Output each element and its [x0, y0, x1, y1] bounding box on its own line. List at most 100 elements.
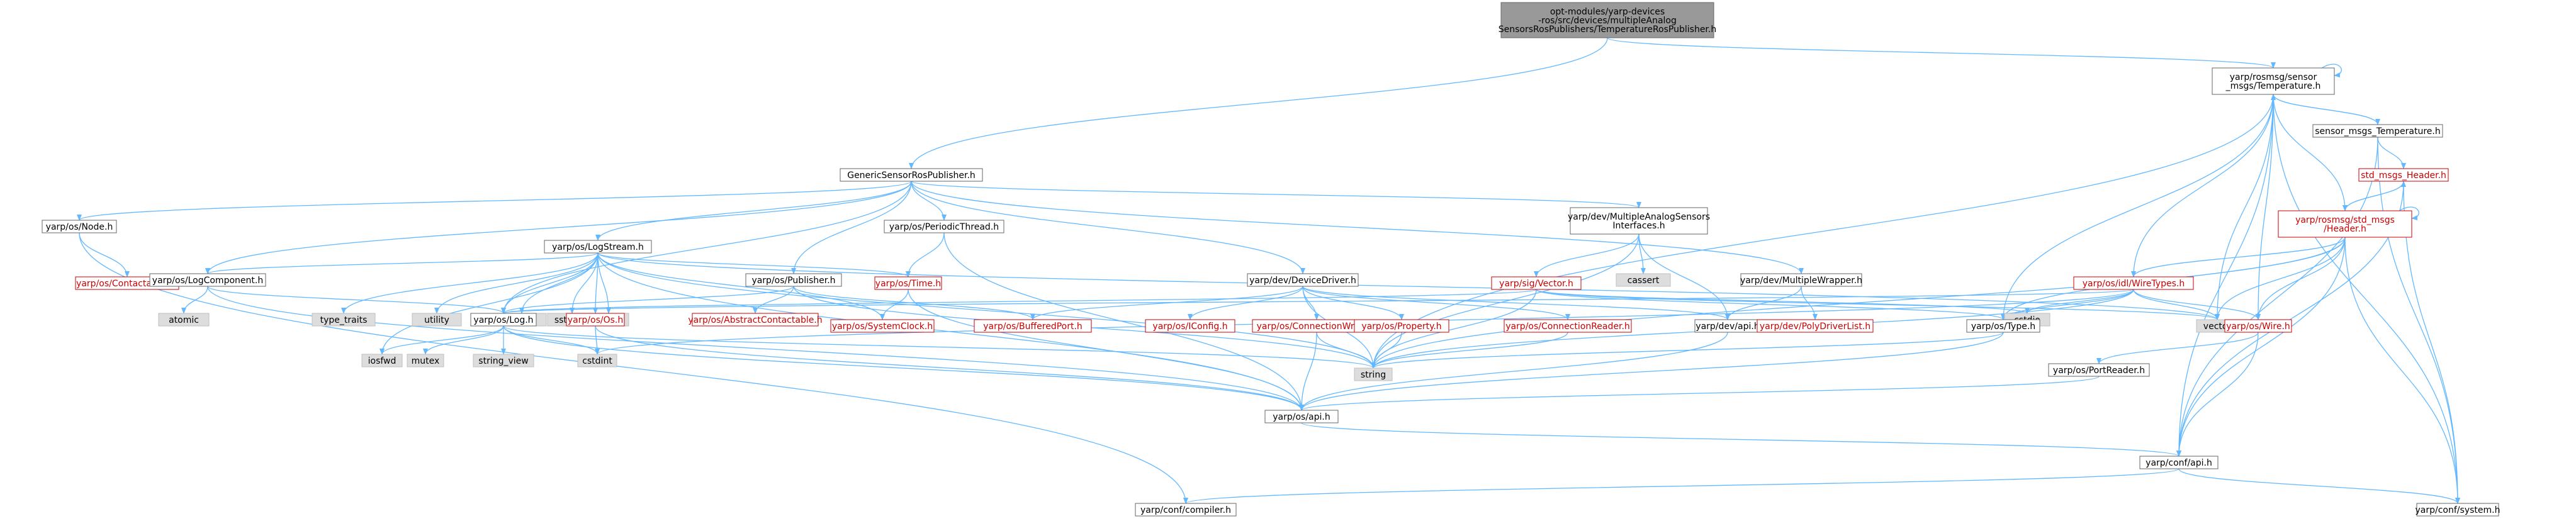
node-label: yarp/os/PortReader.h: [2053, 366, 2145, 376]
node-box: [1740, 273, 1862, 287]
edge-wty-to-log: [502, 289, 2134, 314]
node-label: yarp/dev/PolyDriverList.h: [1760, 322, 1870, 332]
edge-lst-to-ttr: [341, 252, 599, 314]
node-prp[interactable]: yarp/os/Property.h: [1354, 319, 1449, 333]
edge-capi-to-sys: [2178, 468, 2460, 504]
node-gen[interactable]: GenericSensorRosPublisher.h: [840, 168, 983, 182]
node-ttr: type_traits: [312, 313, 376, 327]
edge-log-to-iosfwd: [380, 325, 504, 355]
edge-prd-to-oapi: [1299, 376, 2100, 411]
node-capi[interactable]: yarp/conf/api.h: [2139, 456, 2219, 469]
node-label: yarp/os/SystemClock.h: [832, 322, 933, 332]
node-mwr[interactable]: yarp/dev/MultipleWrapper.h: [1740, 273, 1862, 287]
node-label: /Header.h: [2324, 224, 2366, 234]
node-icf[interactable]: yarp/os/IConfig.h: [1145, 319, 1235, 333]
node-box: [1264, 410, 1339, 423]
edge-lst-to-osh: [593, 252, 599, 314]
node-box: [2278, 210, 2412, 238]
node-typ[interactable]: yarp/os/Type.h: [1966, 319, 2040, 333]
node-mas[interactable]: yarp/dev/MultipleAnalogSensorsInterfaces…: [1568, 207, 1710, 235]
edge-ddr-to-bfp: [1030, 286, 1303, 320]
edge-vec-to-log: [501, 289, 1537, 314]
edge-ddr-to-prp: [1302, 286, 1404, 320]
node-box: [1145, 319, 1235, 333]
edge-dapi-to-oapi: [1299, 332, 1728, 411]
edge-gen-to-mas: [911, 181, 1641, 208]
node-lgc[interactable]: yarp/os/LogComponent.h: [149, 273, 266, 287]
node-log[interactable]: yarp/os/Log.h: [470, 313, 537, 327]
node-box: [2073, 276, 2194, 290]
node-cint: cstdint: [577, 354, 617, 367]
node-oapi[interactable]: yarp/os/api.h: [1264, 410, 1339, 423]
edge-smt-to-capi: [2176, 137, 2378, 457]
node-box: [407, 354, 444, 367]
edge-lgc-to-log: [207, 286, 506, 314]
node-crd[interactable]: yarp/os/ConnectionReader.h: [1504, 319, 1632, 333]
edge-gen-to-log: [501, 181, 912, 314]
edge-gen-to-pub: [791, 181, 912, 274]
node-cmp[interactable]: yarp/conf/compiler.h: [1135, 503, 1237, 517]
node-smh[interactable]: std_msgs_Header.h: [2358, 168, 2449, 182]
node-wir[interactable]: yarp/os/Wire.h: [2224, 319, 2292, 333]
node-vec[interactable]: yarp/sig/Vector.h: [1491, 276, 1582, 290]
node-box: [2139, 456, 2219, 469]
node-bfp[interactable]: yarp/os/BufferedPort.h: [974, 319, 1092, 333]
node-osh[interactable]: yarp/os/Os.h: [566, 313, 625, 327]
edge-vec-to-typ: [1536, 289, 2006, 320]
edge-tim-to-oapi: [908, 289, 1304, 411]
node-box: [42, 220, 117, 233]
node-box: [473, 354, 534, 367]
node-label: string_view: [478, 356, 528, 366]
edge-crd-to-str: [1371, 332, 1568, 369]
edge-log-to-mtx: [423, 325, 504, 355]
node-label: yarp/rosmsg/std_msgs: [2295, 215, 2395, 225]
edge-lst-to-str: [597, 252, 1376, 369]
node-label: yarp/dev/api.h: [1696, 322, 1759, 332]
edge-root-to-tmp: [1607, 37, 2276, 69]
node-box: [1616, 273, 1671, 287]
node-sys[interactable]: yarp/conf/system.h: [2416, 503, 2500, 517]
node-label: -ros/src/devices/multipleAnalog: [1538, 16, 1677, 26]
node-node[interactable]: yarp/os/Node.h: [42, 220, 117, 233]
edge-tmp-to-wty: [2131, 94, 2274, 277]
node-ddr[interactable]: yarp/dev/DeviceDriver.h: [1247, 273, 1359, 287]
node-box: [2312, 124, 2443, 138]
node-root[interactable]: opt-modules/yarp-devices-ros/src/devices…: [1499, 2, 1716, 38]
node-label: SensorsRosPublishers/TemperatureRosPubli…: [1499, 25, 1716, 35]
node-label: GenericSensorRosPublisher.h: [847, 171, 976, 181]
edge-tmp-to-wir: [2256, 94, 2274, 320]
node-rhh[interactable]: yarp/rosmsg/std_msgs/Header.h: [2278, 210, 2412, 238]
node-dapi[interactable]: yarp/dev/api.h: [1694, 319, 1761, 333]
node-box: [1135, 503, 1237, 517]
node-tim[interactable]: yarp/os/Time.h: [874, 276, 942, 290]
node-pdl[interactable]: yarp/dev/PolyDriverList.h: [1757, 319, 1874, 333]
node-label: yarp/os/Property.h: [1361, 322, 1441, 332]
node-lst[interactable]: yarp/os/LogStream.h: [544, 240, 652, 254]
node-cwr[interactable]: yarp/os/ConnectionWriter.h: [1252, 319, 1381, 333]
edge-osh-to-cint: [594, 325, 600, 355]
node-label: yarp/dev/DeviceDriver.h: [1249, 276, 1356, 286]
edge-ddr-to-cwr: [1302, 286, 1319, 320]
node-wty[interactable]: yarp/os/idl/WireTypes.h: [2073, 276, 2194, 290]
node-abc[interactable]: yarp/os/AbstractContactable.h: [688, 313, 823, 327]
node-box: [361, 354, 403, 367]
node-box: [1504, 319, 1632, 333]
node-pub[interactable]: yarp/os/Publisher.h: [745, 273, 842, 287]
node-label: cstdint: [582, 356, 612, 366]
node-label: yarp/os/Node.h: [46, 222, 113, 232]
node-prd[interactable]: yarp/os/PortReader.h: [2048, 363, 2150, 377]
node-iosfwd: iosfwd: [361, 354, 403, 367]
node-label: opt-modules/yarp-devices: [1550, 7, 1665, 17]
node-label: sensor_msgs_Temperature.h: [2315, 126, 2441, 137]
edge-pub-to-log: [501, 286, 794, 314]
node-pth[interactable]: yarp/os/PeriodicThread.h: [884, 220, 1004, 233]
node-label: yarp/os/AbstractContactable.h: [688, 315, 822, 325]
node-sck[interactable]: yarp/os/SystemClock.h: [830, 319, 935, 333]
node-tmp[interactable]: yarp/rosmsg/sensor_msgs/Temperature.h: [2212, 67, 2335, 95]
edge-lgc-to-atm: [181, 286, 208, 314]
edge-smt-to-sys: [2377, 137, 2460, 504]
node-smt[interactable]: sensor_msgs_Temperature.h: [2312, 124, 2443, 138]
edge-gen-to-mwr: [911, 181, 1804, 274]
node-box: [692, 313, 819, 327]
